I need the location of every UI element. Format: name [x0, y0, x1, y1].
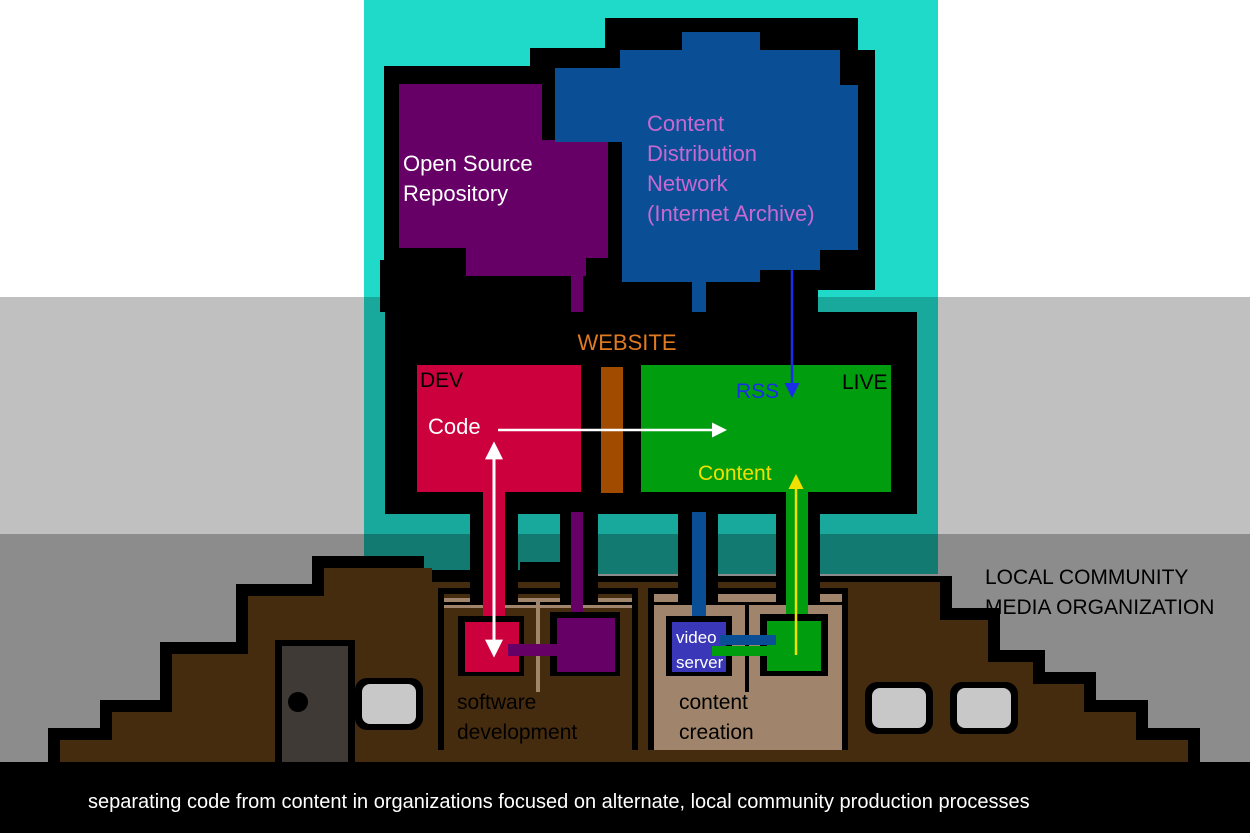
content-creation-label-2: creation	[679, 721, 754, 744]
cloud-column-bottom	[364, 534, 938, 574]
cdn-label: Content	[647, 111, 724, 136]
content-creation-label: content	[679, 691, 748, 714]
pipe-cdn	[692, 280, 706, 314]
dev-label: DEV	[420, 369, 463, 392]
video-server-label-2: server	[676, 653, 724, 672]
window-left-glass	[362, 684, 416, 724]
organization-label-2: MEDIA ORGANIZATION	[985, 596, 1214, 619]
software-development-label: software	[457, 691, 536, 714]
video-server-label: video	[676, 628, 717, 647]
video-live-link-blue	[720, 635, 776, 645]
video-live-link-green	[712, 646, 772, 656]
pipe-cdn-lower	[692, 512, 706, 620]
caption-bar	[0, 762, 1250, 833]
rss-label: RSS	[736, 380, 779, 403]
open-source-label-2: Repository	[403, 181, 508, 206]
pipe-open-source-lower	[571, 512, 583, 620]
live-label: LIVE	[842, 371, 888, 394]
open-source-label: Open Source	[403, 151, 533, 176]
pipe-open-source	[571, 258, 583, 314]
window-right-1-glass	[872, 688, 926, 728]
content-distribution-network	[555, 32, 858, 282]
cdn-label-2: Distribution	[647, 141, 757, 166]
software-development-label-2: development	[457, 721, 577, 744]
cdn-label-3: Network	[647, 171, 729, 196]
live-panel	[641, 365, 891, 492]
website-label: WEBSITE	[577, 330, 676, 355]
code-label: Code	[428, 414, 481, 439]
dev-repo-link	[508, 644, 558, 656]
cdn-label-4: (Internet Archive)	[647, 201, 815, 226]
window-right-2-glass	[957, 688, 1011, 728]
content-label: Content	[698, 462, 772, 485]
caption: separating code from content in organiza…	[88, 791, 1030, 813]
open-source-repository	[399, 84, 608, 276]
live-workstation	[767, 621, 821, 671]
repo-workstation	[557, 618, 615, 672]
organization-label: LOCAL COMMUNITY	[985, 566, 1188, 589]
door-knob	[288, 692, 308, 712]
